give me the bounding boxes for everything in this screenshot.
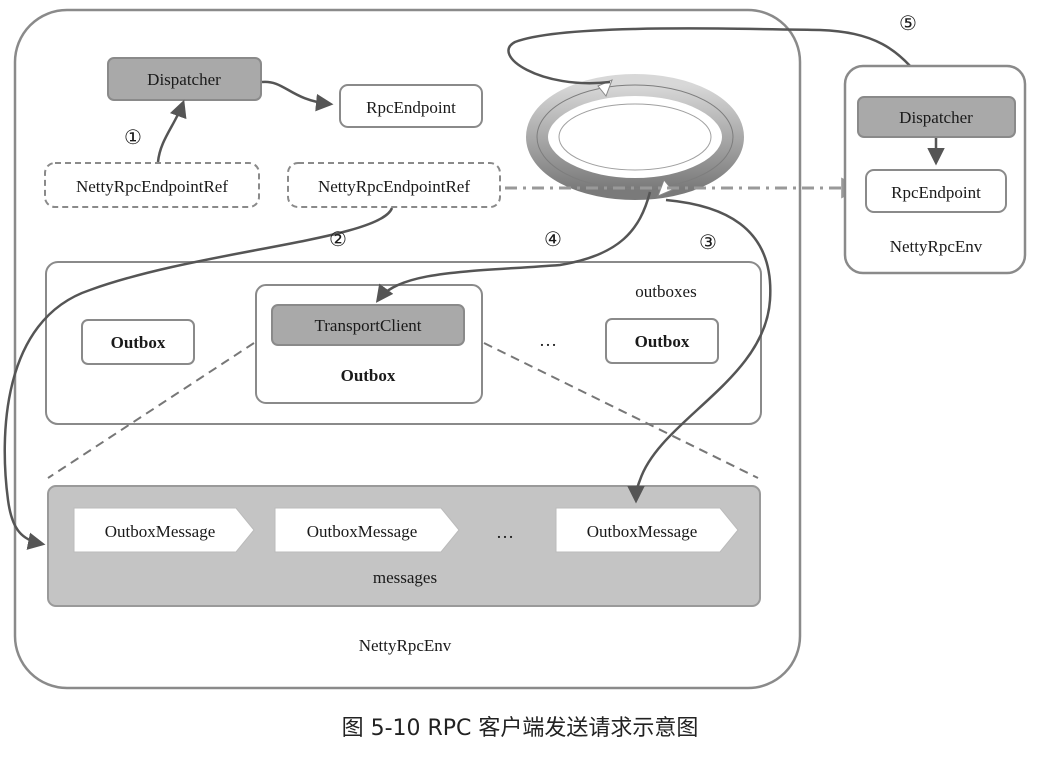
local-dispatcher-label: Dispatcher [147, 70, 221, 89]
remote-dispatcher [857, 96, 1016, 138]
zoom-line-left [47, 342, 255, 479]
step2-marker: ② [329, 229, 347, 251]
local-dispatcher: Dispatcher [107, 57, 262, 101]
endpoint-ref-right-label: NettyRpcEndpointRef [318, 177, 470, 196]
outbox-message-1-label: OutboxMessage [105, 522, 215, 541]
step2-arrow [3, 207, 394, 550]
remote-rpc-endpoint-label: RpcEndpoint [891, 183, 981, 202]
messages-label: messages [373, 568, 437, 587]
local-env-label: NettyRpcEnv [359, 636, 452, 655]
remote-env-container: Dispatcher RpcEndpoint NettyRpcEnv [843, 64, 1027, 275]
transport-client-label: TransportClient [314, 316, 421, 335]
outbox-message-2 [274, 507, 460, 553]
outbox-right [605, 318, 719, 364]
messages-ellipsis: … [496, 522, 514, 542]
event-loop-ring [526, 74, 744, 200]
outbox-message-2-label: OutboxMessage [307, 522, 417, 541]
outbox-center-label: Outbox [341, 366, 396, 385]
step1-marker: ① [124, 127, 142, 149]
step1-arrow [156, 99, 187, 163]
endpoint-ref-left-label: NettyRpcEndpointRef [76, 177, 228, 196]
endpoint-ref-left: NettyRpcEndpointRef [44, 162, 260, 208]
step3-arrow [627, 198, 772, 504]
remote-rpc-endpoint [865, 169, 1007, 213]
outboxes-label: outboxes [635, 282, 696, 301]
step3-marker: ③ [699, 232, 717, 254]
outbox-message-3 [555, 507, 739, 553]
zoom-line-right [483, 342, 759, 479]
step4-arrow [375, 191, 652, 303]
outbox-message-1 [73, 507, 255, 553]
outbox-left [81, 319, 195, 365]
remote-dispatcher-label: Dispatcher [899, 108, 973, 127]
local-rpc-endpoint-label: RpcEndpoint [366, 98, 456, 117]
figure-caption: 图 5-10 RPC 客户端发送请求示意图 [342, 716, 699, 741]
outbox-left-label: Outbox [111, 333, 166, 352]
remote-env-label: NettyRpcEnv [890, 237, 983, 256]
step4-marker: ④ [544, 229, 562, 251]
dispatcher-to-endpoint-arrow [261, 80, 334, 112]
transport-client [271, 304, 465, 346]
endpoint-ref-right: NettyRpcEndpointRef [287, 162, 501, 208]
local-rpc-endpoint: RpcEndpoint [339, 84, 483, 128]
messages-container: OutboxMessage OutboxMessage … OutboxMess… [47, 485, 761, 607]
step5-marker: ⑤ [899, 13, 917, 35]
outbox-right-label: Outbox [635, 332, 690, 351]
outboxes-container: outboxes Outbox TransportClient Outbox …… [45, 261, 762, 425]
outboxes-ellipsis: … [539, 330, 557, 350]
step5-arrow [507, 27, 932, 95]
outbox-message-3-label: OutboxMessage [587, 522, 697, 541]
